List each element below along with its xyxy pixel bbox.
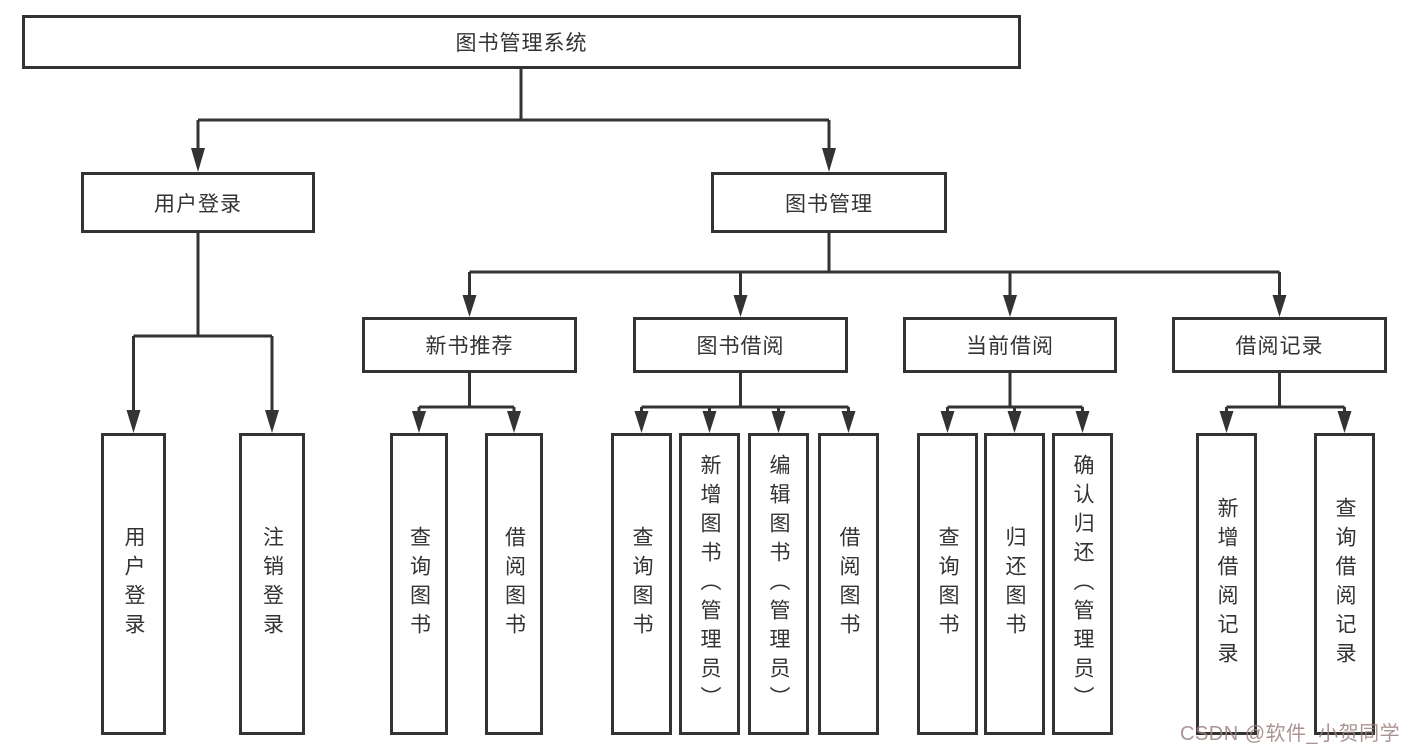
node-label: 当前借阅: [966, 335, 1054, 358]
node-label: 新增借阅记录: [1215, 497, 1238, 671]
node-label: 借阅图书: [502, 526, 526, 642]
leaf-logout: 注销登录: [239, 433, 305, 735]
node-label: 确认归还（管理员）: [1071, 453, 1094, 715]
node-label: 用户登录: [154, 192, 242, 216]
node-user-login: 用户登录: [81, 172, 315, 233]
node-label: 查询借阅记录: [1333, 497, 1356, 671]
leaf-add-borrow-record: 新增借阅记录: [1196, 433, 1257, 735]
leaf-return-books: 归还图书: [984, 433, 1045, 735]
leaf-edit-books-admin: 编辑图书（管理员）: [748, 433, 809, 735]
node-current-borrow: 当前借阅: [903, 317, 1117, 373]
node-label: 查询图书: [936, 526, 959, 642]
node-borrow-records: 借阅记录: [1172, 317, 1387, 373]
node-label: 借阅记录: [1235, 335, 1324, 358]
node-label: 查询图书: [407, 526, 431, 642]
leaf-borrow-books: 借阅图书: [818, 433, 879, 735]
node-book-borrow: 图书借阅: [633, 317, 848, 373]
node-new-book-recommend: 新书推荐: [362, 317, 577, 373]
node-library-system: 图书管理系统: [22, 15, 1021, 69]
csdn-watermark: CSDN @软件_小贺同学: [1180, 723, 1401, 745]
leaf-query-borrow-record: 查询借阅记录: [1314, 433, 1375, 735]
node-label: 图书管理: [785, 192, 873, 216]
leaf-confirm-return-admin: 确认归还（管理员）: [1052, 433, 1113, 735]
leaf-borrow-books: 借阅图书: [485, 433, 543, 735]
node-label: 编辑图书（管理员）: [767, 453, 790, 715]
node-label: 归还图书: [1003, 526, 1026, 642]
node-label: 借阅图书: [837, 526, 860, 642]
leaf-user-login: 用户登录: [101, 433, 166, 735]
node-label: 图书管理系统: [455, 32, 588, 55]
node-label: 查询图书: [630, 526, 653, 642]
node-label: 注销登录: [260, 526, 284, 642]
leaf-query-books: 查询图书: [611, 433, 672, 735]
node-label: 新增图书（管理员）: [698, 453, 721, 715]
node-book-management: 图书管理: [711, 172, 947, 233]
node-label: 用户登录: [122, 526, 145, 642]
leaf-query-books: 查询图书: [390, 433, 448, 735]
node-label: 新书推荐: [425, 335, 514, 358]
node-label: 图书借阅: [696, 335, 785, 358]
leaf-add-books-admin: 新增图书（管理员）: [679, 433, 740, 735]
leaf-query-books: 查询图书: [917, 433, 978, 735]
